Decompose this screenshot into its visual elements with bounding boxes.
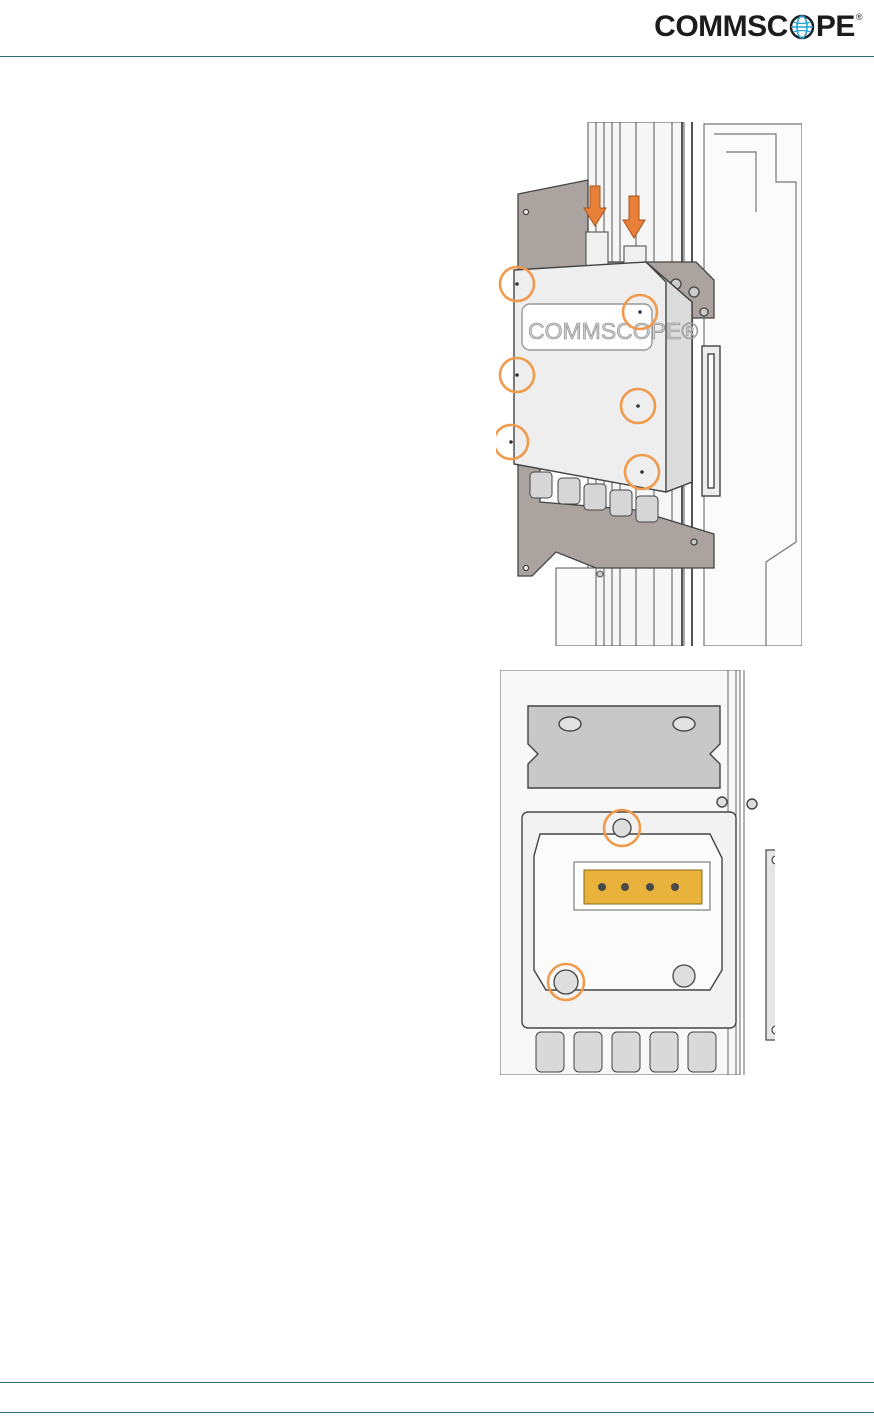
globe-o-icon <box>789 14 815 40</box>
header-rule <box>0 56 874 57</box>
commscope-logo: COMMSC PE ® <box>654 10 862 44</box>
device-housing <box>514 262 692 492</box>
side-bar <box>766 850 775 1040</box>
open-lid <box>528 706 720 788</box>
side-handle <box>702 346 720 496</box>
lower-cover <box>556 568 603 646</box>
device-housing-label: COMMSCOPE® <box>528 318 698 344</box>
figure-1-mounting-illustration: COMMSCOPE® <box>496 122 802 646</box>
footer-rule-top <box>0 1382 874 1383</box>
cable-glands <box>536 1032 716 1072</box>
logo-text-right: PE <box>816 10 855 44</box>
logo-registered-mark: ® <box>856 12 862 22</box>
footer-rule-bottom <box>0 1412 874 1413</box>
figure-2-open-housing-illustration <box>500 670 775 1075</box>
logo-text-left: COMMSC <box>654 10 788 44</box>
terminal-block <box>574 862 710 910</box>
